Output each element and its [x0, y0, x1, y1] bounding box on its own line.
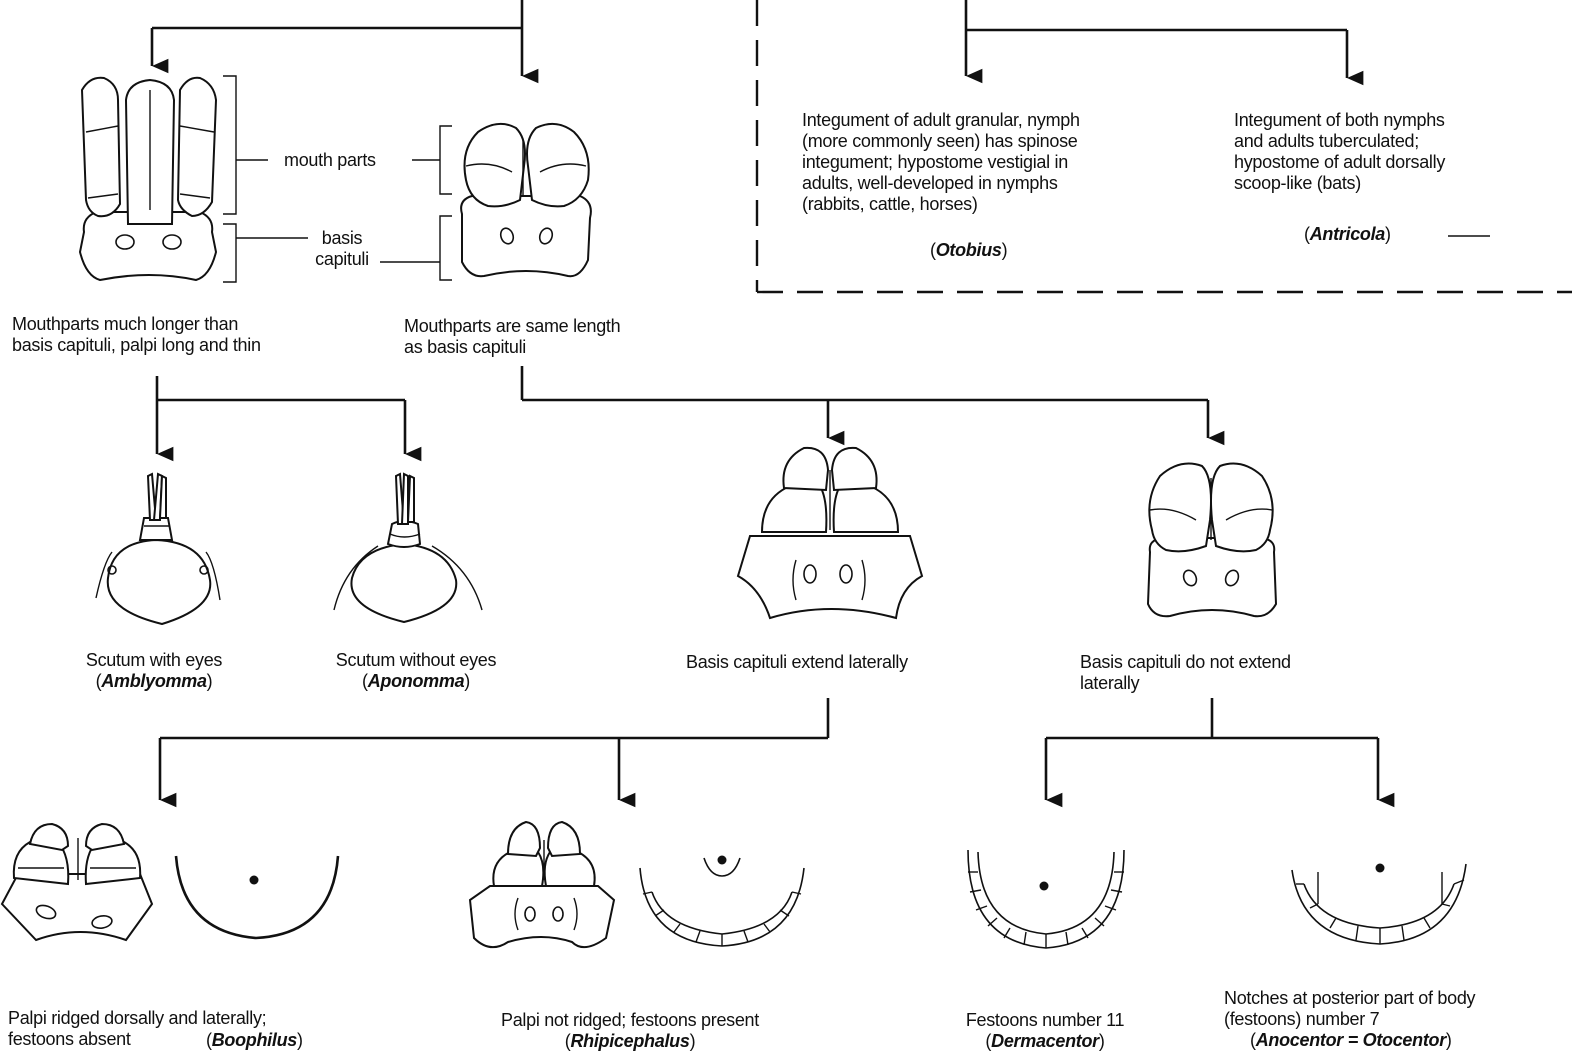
label-rhipicephalus: Palpi not ridged; festoons present(Rhipi… [501, 1010, 759, 1051]
label-basis-capituli: basis capituli [315, 228, 369, 269]
basis-not-extend-drawing [1146, 462, 1278, 618]
label-mouthparts-same: Mouthparts are same length as basis capi… [404, 316, 621, 357]
aponomma-scutum-drawing [333, 472, 483, 624]
bracket-right [380, 125, 452, 281]
label-basis-not-extend: Basis capituli do not extend laterally [1080, 652, 1291, 693]
capitulum-long-mouthparts-drawing [78, 76, 218, 282]
connector-boophilus-rhipicephalus [158, 698, 830, 808]
rhipicephalus-body-drawing [639, 855, 805, 947]
label-mouth-parts: mouth parts [284, 150, 376, 170]
connector-basis-branches [520, 366, 1225, 446]
label-antricola-description: Integument of both nymphs and adults tub… [1234, 110, 1446, 193]
boophilus-capitulum-drawing [0, 822, 154, 942]
label-otobius-genus: (Otobius) [930, 240, 1008, 260]
dermacentor-body-drawing [967, 849, 1125, 949]
label-anocentor-description: Notches at posterior part of body (festo… [1224, 988, 1476, 1029]
label-basis-extend: Basis capituli extend laterally [686, 652, 908, 672]
label-aponomma: Scutum without eyes(Aponomma) [335, 650, 497, 691]
connector-dermacentor-anocentor [1044, 698, 1395, 808]
amblyomma-scutum-drawing [95, 472, 221, 626]
anocentor-body-drawing [1291, 863, 1467, 945]
capitulum-same-length-drawing [460, 122, 592, 278]
dashed-box-argasid [755, 0, 1572, 294]
label-boophilus-genus: (Boophilus) [206, 1030, 303, 1050]
rhipicephalus-capitulum-drawing [468, 820, 616, 949]
bracket-left [223, 75, 308, 283]
label-boophilus-description: Palpi ridged dorsally and laterally; fes… [8, 1008, 267, 1049]
label-antricola-genus: (Antricola) [1304, 224, 1391, 244]
basis-extend-drawing [736, 446, 924, 620]
boophilus-body-drawing [174, 855, 340, 940]
label-mouthparts-longer: Mouthparts much longer than basis capitu… [12, 314, 261, 355]
label-dermacentor: Festoons number 11(Dermacentor) [965, 1010, 1125, 1051]
label-amblyomma: Scutum with eyes(Amblyomma) [85, 650, 223, 691]
label-otobius-description: Integument of adult granular, nymph (mor… [802, 110, 1080, 214]
label-anocentor-genus: (Anocentor = Otocentor) [1250, 1030, 1452, 1050]
connector-top-left [150, 0, 539, 84]
connector-amblyomma-aponomma [155, 376, 422, 462]
